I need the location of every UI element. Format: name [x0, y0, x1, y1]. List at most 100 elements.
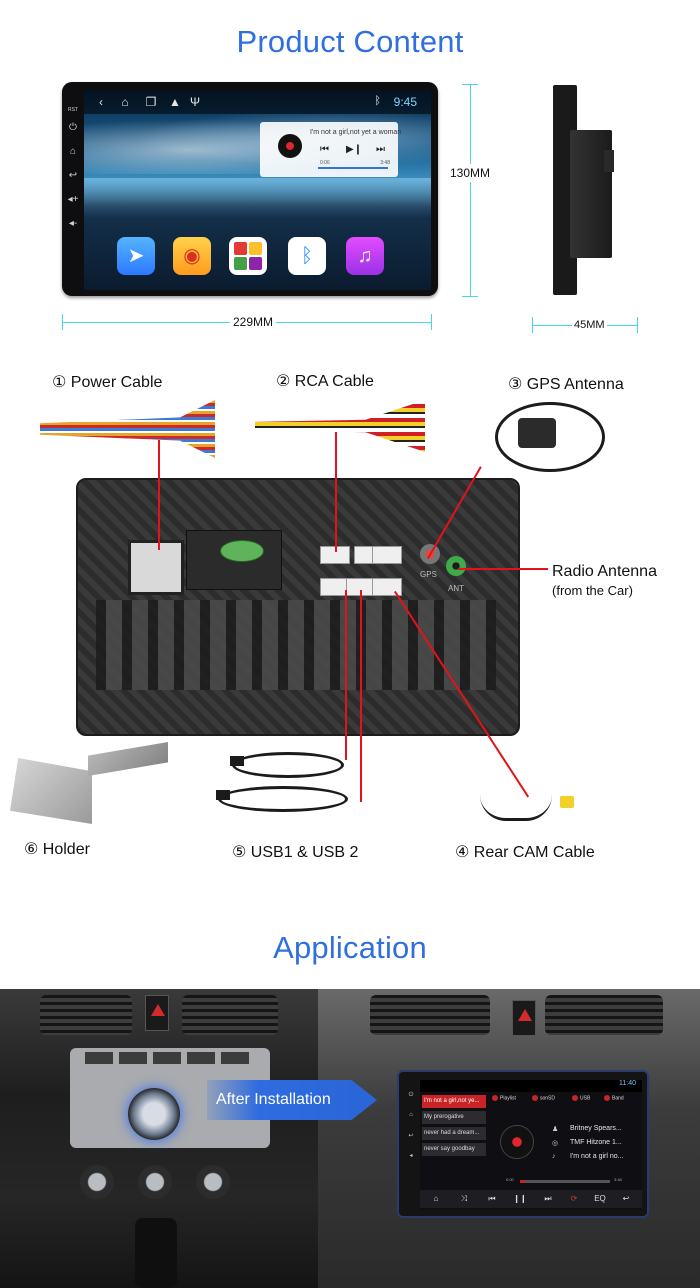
play-pause-icon[interactable]: ▶❙ [346, 144, 363, 155]
gear-shift [135, 1218, 177, 1288]
usb1-cable [232, 752, 344, 778]
back-icon: ↩ [408, 1133, 414, 1139]
shuffle-icon[interactable]: ⤨ [460, 1194, 468, 1203]
recent-apps-icon: ❐ [145, 95, 157, 109]
list-item[interactable]: I'm not a girl,not ye... [422, 1095, 486, 1108]
application-heading: Application [273, 930, 427, 965]
rear-cam-label: ④ Rear CAM Cable [455, 844, 595, 861]
previous-icon[interactable]: ⏮ [488, 1194, 496, 1203]
height-dimension-tick-top [462, 84, 478, 85]
power-connector-port [128, 540, 184, 595]
rear-cam-rca-plug [560, 796, 574, 808]
album-disc-icon [278, 134, 302, 158]
home-icon: ⌂ [409, 1112, 413, 1118]
music-time-total: 3:48 [380, 160, 390, 166]
installed-status-time: 11:40 [619, 1080, 636, 1087]
installed-status-bar: 11:40 [420, 1080, 642, 1092]
radio-antenna-connector-line [458, 568, 548, 570]
gps-antenna-label: ③ GPS Antenna [508, 376, 624, 393]
air-vent-right-after [545, 995, 663, 1035]
power-icon: ⏻ [408, 1092, 414, 1098]
climate-dial-right [196, 1165, 230, 1199]
volume-down-icon: ◂- [68, 218, 78, 229]
after-installation-arrow [207, 1080, 377, 1120]
pause-icon[interactable]: ❙❙ [513, 1194, 527, 1203]
chassis-tab [604, 150, 614, 172]
power-cable-label: ① Power Cable [52, 374, 163, 391]
warning-icon: ▲ [169, 95, 181, 109]
progress-track[interactable] [520, 1180, 610, 1183]
progress-end-time: 3:48 [614, 1177, 622, 1182]
hazard-button-after [512, 1000, 536, 1036]
track-title: I'm not a girl no... [570, 1153, 624, 1160]
depth-dimension-tick-right [637, 317, 638, 333]
hazard-button [145, 995, 169, 1031]
rca-cable-connector-line [335, 432, 337, 552]
width-dimension-tick-left [62, 314, 63, 330]
head-unit-side-buttons: RST ⏻ ⌂ ↩ ◂+ ◂- [66, 105, 80, 245]
tab-playlist[interactable]: Playlist [492, 1095, 516, 1101]
back-icon: ↩ [68, 170, 78, 181]
list-item[interactable]: My prerogative [422, 1111, 486, 1124]
width-dimension-tick-right [431, 314, 432, 330]
music-widget-times: 0:06 3:48 [320, 160, 390, 166]
usb2-plug [216, 790, 230, 800]
list-item[interactable]: never say goodbay [422, 1143, 486, 1156]
usb2-cable [218, 786, 348, 812]
song-icon: ♪ [552, 1153, 556, 1160]
music-app-icon[interactable]: ♫ [346, 237, 384, 275]
progress-fill [520, 1180, 525, 1183]
navigation-app-icon[interactable]: ➤ [117, 237, 155, 275]
previous-icon[interactable]: ⏮ [320, 144, 329, 155]
power-cable-connector-line [158, 440, 160, 550]
volume-up-icon: ◂+ [67, 194, 79, 205]
rear-cam-cable [480, 795, 552, 821]
tab-sonsd[interactable]: sonSD [532, 1095, 555, 1101]
album-disc-icon [500, 1125, 534, 1159]
volume-icon: ◂ [409, 1153, 413, 1159]
next-icon[interactable]: ⏭ [544, 1194, 552, 1203]
track-artist: Britney Spears... [570, 1125, 622, 1132]
music-time-current: 0:06 [320, 160, 330, 166]
height-dimension-label: 130MM [450, 164, 491, 182]
tab-band[interactable]: Band [604, 1095, 624, 1101]
usb1-plug [230, 756, 244, 766]
home-icon: ⌂ [69, 146, 77, 157]
repeat-icon[interactable]: ⟳ [570, 1194, 578, 1203]
music-widget[interactable]: I'm not a girl,not yet a woman ⏮ ▶❙ ⏭ 0:… [260, 122, 402, 177]
depth-dimension-label: 45MM [572, 319, 607, 331]
radio-antenna-note: (from the Car) [552, 583, 633, 598]
tab-usb[interactable]: USB [572, 1095, 590, 1101]
tiles-app-icon[interactable] [229, 237, 267, 275]
wallpaper-horizon [84, 178, 431, 218]
progress-start-time: 0:00 [506, 1177, 514, 1182]
height-dimension-tick-bottom [462, 296, 478, 297]
reset-label: RST [68, 107, 78, 113]
rca-cable-label: ② RCA Cable [276, 373, 374, 390]
bluetooth-icon: ᛒ [374, 95, 381, 107]
usb2-connector-line [360, 590, 362, 802]
product-content-heading: Product Content [236, 24, 464, 59]
after-installation-label: After Installation [216, 1091, 331, 1108]
back-icon[interactable]: ↩ [622, 1194, 630, 1203]
next-icon[interactable]: ⏭ [376, 144, 385, 155]
rca-connector-port-3 [372, 546, 402, 564]
eq-button[interactable]: EQ [594, 1194, 606, 1203]
factory-radio-knob [128, 1088, 180, 1140]
power-cable-harness [40, 400, 215, 458]
music-progress-bar[interactable] [318, 167, 388, 169]
chrome-app-icon[interactable]: ◉ [173, 237, 211, 275]
radio-antenna-label: Radio Antenna [552, 563, 657, 580]
bluetooth-app-icon[interactable]: ᛒ [288, 237, 326, 275]
width-dimension-label: 229MM [230, 315, 277, 329]
usb-label: ⑤ USB1 & USB 2 [232, 844, 359, 861]
air-vent-right [182, 995, 278, 1035]
list-item[interactable]: never had a dream... [422, 1127, 486, 1140]
gps-antenna-cable [495, 402, 605, 472]
home-icon[interactable]: ⌂ [433, 1194, 439, 1203]
air-vent-left-after [370, 995, 490, 1035]
music-widget-title: I'm not a girl,not yet a woman [310, 129, 402, 136]
status-bar: ‹ ⌂ ❐ ▲ Ψ ᛒ 9:45 [84, 90, 431, 114]
source-tabs: Playlist sonSD USB Band [492, 1095, 640, 1105]
home-icon: ⌂ [121, 95, 129, 109]
